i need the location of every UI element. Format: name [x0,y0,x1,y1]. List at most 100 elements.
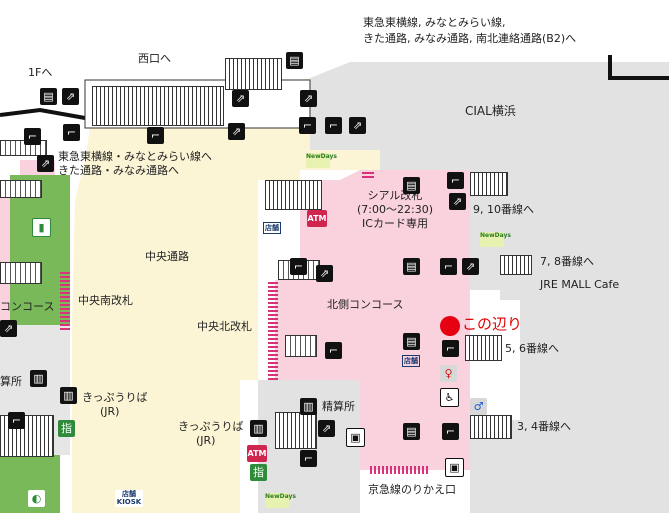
escalator-icon: ⇗ [228,123,245,140]
top-stairs-2 [225,58,282,90]
shop-tag: 店舗 [263,222,281,234]
escalator-icon: ⇗ [462,258,479,275]
escalator-icon: ⇗ [37,155,54,172]
track-3-4-label: 3, 4番線へ [517,420,571,433]
tokyu-line-top-label: 東急東横線, みなとみらい線, [363,16,506,29]
escalator-icon: ⇗ [449,193,466,210]
cial-stairs-1 [265,180,322,210]
locker-icon: ▮ [32,218,51,237]
wheelchair-icon: ♿ [440,388,459,407]
stairs-icon: ⌐ [290,258,307,275]
ticket-office-right-label: きっぷうりば [178,420,244,433]
newdays-icon: NewDays [306,153,337,168]
cial-gate-stripe [362,170,374,178]
right-stairs-7-8 [500,255,532,275]
locker-icon: ▣ [445,458,464,477]
keikyu-gate-stripe [370,466,430,474]
ticket-jr-right-label: (JR) [196,434,216,447]
stairs-icon: ⌐ [442,423,459,440]
top-right-wall [608,55,669,80]
track-7-8-label: 7, 8番線へ [540,255,594,268]
floor1-label: 1Fへ [28,66,53,79]
right-stairs-5-6 [465,335,502,361]
left-concourse-label: コンコース [0,300,55,313]
cial-ic-label: ICカード専用 [362,217,428,230]
central-south-gate-label: 中央南改札 [78,294,133,307]
left-escalator-3 [0,262,42,284]
ticket-machine-icon: ▥ [30,370,47,387]
north-concourse-label: 北側コンコース [327,298,404,311]
left-escalator-2 [0,180,42,198]
atm-icon-2: ATM [247,445,267,462]
elevator-icon: ▤ [403,333,420,350]
jre-mall-label: JRE MALL Cafe [540,278,620,291]
keikyu-transfer-label: 京急線のりかえ口 [368,483,456,496]
ticket-jr-left-label: (JR) [100,405,120,418]
south-gate-stripe [60,270,70,330]
elevator-icon: ▤ [403,177,420,194]
current-location-marker [440,316,460,336]
escalator-icon: ⇗ [349,117,366,134]
central-north-gate-label: 中央北改札 [197,320,252,333]
elevator-icon: ▤ [40,88,57,105]
shi-icon-2: 指 [250,464,267,481]
kiosk-icon: 店舗 KIOSK [115,490,143,507]
cial-label: CIAL横浜 [465,104,516,118]
stairs-icon: ⌐ [63,124,80,141]
stairs-icon: ⌐ [24,128,41,145]
south-stairs [275,412,317,449]
stairs-icon: ⌐ [447,172,464,189]
marker-note-label: この辺り [462,315,523,333]
right-stairs-3-4 [470,415,512,439]
shop-tag-3: 店舗 [122,490,136,498]
elevator-icon: ▤ [286,52,303,69]
outer-wall [0,107,86,120]
stairs-icon: ⌐ [442,340,459,357]
newdays-icon: NewDays [265,493,296,508]
escalator-icon: ⇗ [316,265,333,282]
newdays-icon: NewDays [480,232,511,247]
ticket-office-left-label: きっぷうりば [82,391,148,404]
shi-icon: 指 [58,420,75,437]
track-5-6-label: 5, 6番線へ [505,342,559,355]
cial-gate-label: シアル改札 [367,189,423,202]
stairs-icon: ⌐ [325,117,342,134]
restroom-female-icon: ♀ [440,365,457,382]
ticket-machine-icon: ▥ [250,420,267,437]
elevator-icon: ▤ [403,423,420,440]
escalator-icon: ⇗ [300,90,317,107]
fare-office-label: 精算所 [322,400,355,413]
locker-icon: ▣ [346,428,365,447]
top-stairs [92,86,224,126]
exit-icon: ◐ [28,490,45,507]
north-gate-stripe [268,280,278,380]
elevator-icon: ▤ [403,258,420,275]
escalator-icon: ⇗ [0,320,17,337]
stairs-icon: ⌐ [8,412,25,429]
ticket-machine-icon: ▥ [300,398,317,415]
track-9-10-label: 9, 10番線へ [473,203,534,216]
fare-office-left-label: 算所 [0,375,22,388]
stairs-icon: ⌐ [300,450,317,467]
shop-tag-2: 店舗 [402,355,420,367]
cial-hours-label: (7:00〜22:30) [357,203,433,216]
escalator-icon: ⇗ [232,90,249,107]
central-passage-area [72,78,380,513]
escalator-icon: ⇗ [62,88,79,105]
stairs-icon: ⌐ [299,117,316,134]
mid-escalator [285,335,317,357]
restroom-male-icon: ♂ [470,398,487,415]
ticket-machine-icon: ▥ [60,387,77,404]
escalator-icon: ⇗ [318,420,335,437]
central-passage-label: 中央通路 [145,250,189,263]
cial-area [310,62,669,513]
kiosk-text: KIOSK [116,498,142,506]
right-stairs-9-10 [470,172,508,196]
atm-icon: ATM [307,210,327,227]
tokyu-left-label: 東急東横線・みなとみらい線へ [58,150,212,163]
stairs-icon: ⌐ [440,258,457,275]
tokyu-left-label-2: きた通路・みなみ通路へ [58,164,179,177]
west-exit-label: 西口へ [138,52,171,65]
stairs-icon: ⌐ [147,127,164,144]
